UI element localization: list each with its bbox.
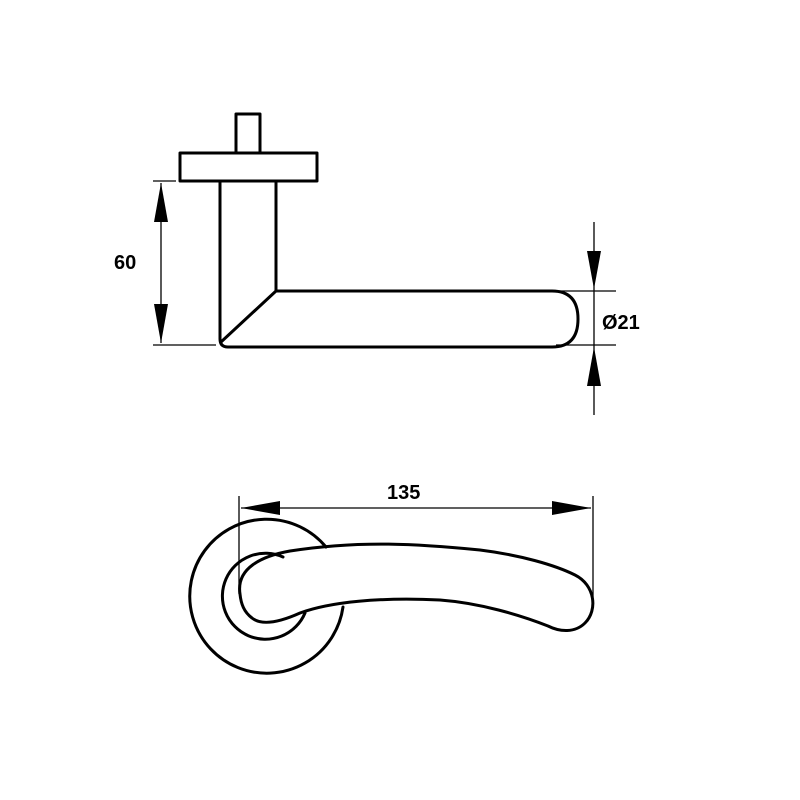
arrow-down-icon bbox=[154, 304, 168, 343]
top-view bbox=[188, 517, 595, 675]
rose-collar bbox=[220, 551, 307, 641]
arrow-right-icon bbox=[552, 501, 591, 515]
arrow-up-icon bbox=[154, 183, 168, 222]
arrow-up-icon bbox=[587, 347, 601, 386]
dimension-height bbox=[153, 180, 216, 346]
rose-outer bbox=[188, 517, 345, 675]
height-dimension-label: 60 bbox=[114, 252, 137, 274]
diameter-dimension-label: Ø21 bbox=[602, 312, 640, 334]
dimension-diameter bbox=[556, 222, 616, 415]
side-view bbox=[178, 112, 580, 349]
lever-body-top bbox=[238, 542, 595, 632]
dimension-length bbox=[238, 496, 594, 597]
length-dimension-label: 135 bbox=[387, 482, 421, 504]
lever-body-side bbox=[218, 179, 580, 349]
spindle bbox=[234, 112, 262, 155]
rose-plate bbox=[178, 151, 319, 183]
arrow-left-icon bbox=[241, 501, 280, 515]
mitre-line bbox=[219, 289, 278, 344]
arrow-down-icon bbox=[587, 251, 601, 289]
